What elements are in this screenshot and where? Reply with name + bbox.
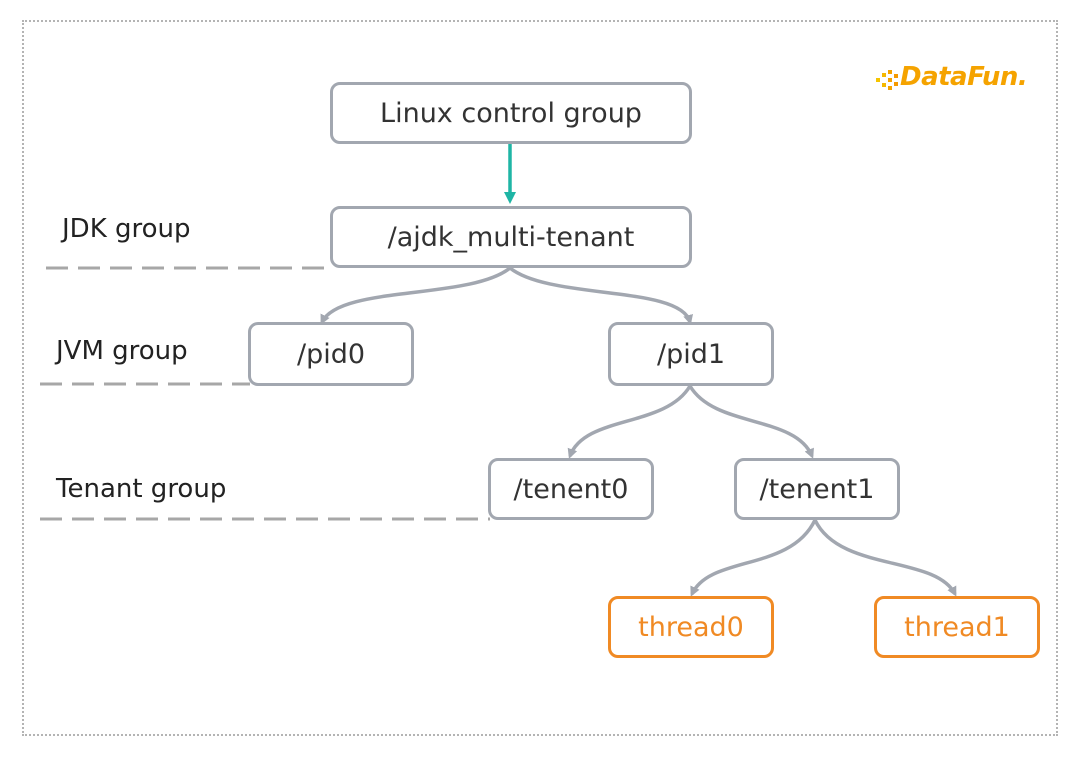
level-label-tenant: Tenant group <box>56 474 227 504</box>
node-tenent1: /tenent1 <box>734 458 900 520</box>
edge-pid1-tenent0 <box>567 385 692 459</box>
node-thread1: thread1 <box>874 596 1040 658</box>
diagram-frame <box>22 20 1058 736</box>
edge-jdk-pid0 <box>320 266 512 325</box>
datafun-logo: DataFun. <box>876 62 1044 96</box>
edge-jdk-pid1 <box>508 266 693 325</box>
edge-pid1-tenent1 <box>688 385 814 459</box>
pixel-dots-icon <box>876 70 898 90</box>
edge-tenent1-thread0 <box>690 519 817 597</box>
node-thread0: thread0 <box>608 596 774 658</box>
node-tenent0: /tenent0 <box>488 458 654 520</box>
edge-tenent1-thread1 <box>813 519 957 597</box>
level-label-jdk: JDK group <box>62 214 191 244</box>
logo-text: DataFun. <box>900 62 1028 92</box>
node-jdk-multi-tenant: /ajdk_multi-tenant <box>330 206 692 268</box>
node-linux-control-group: Linux control group <box>330 82 692 144</box>
node-pid0: /pid0 <box>248 322 414 386</box>
level-label-jvm: JVM group <box>56 336 188 366</box>
node-pid1: /pid1 <box>608 322 774 386</box>
